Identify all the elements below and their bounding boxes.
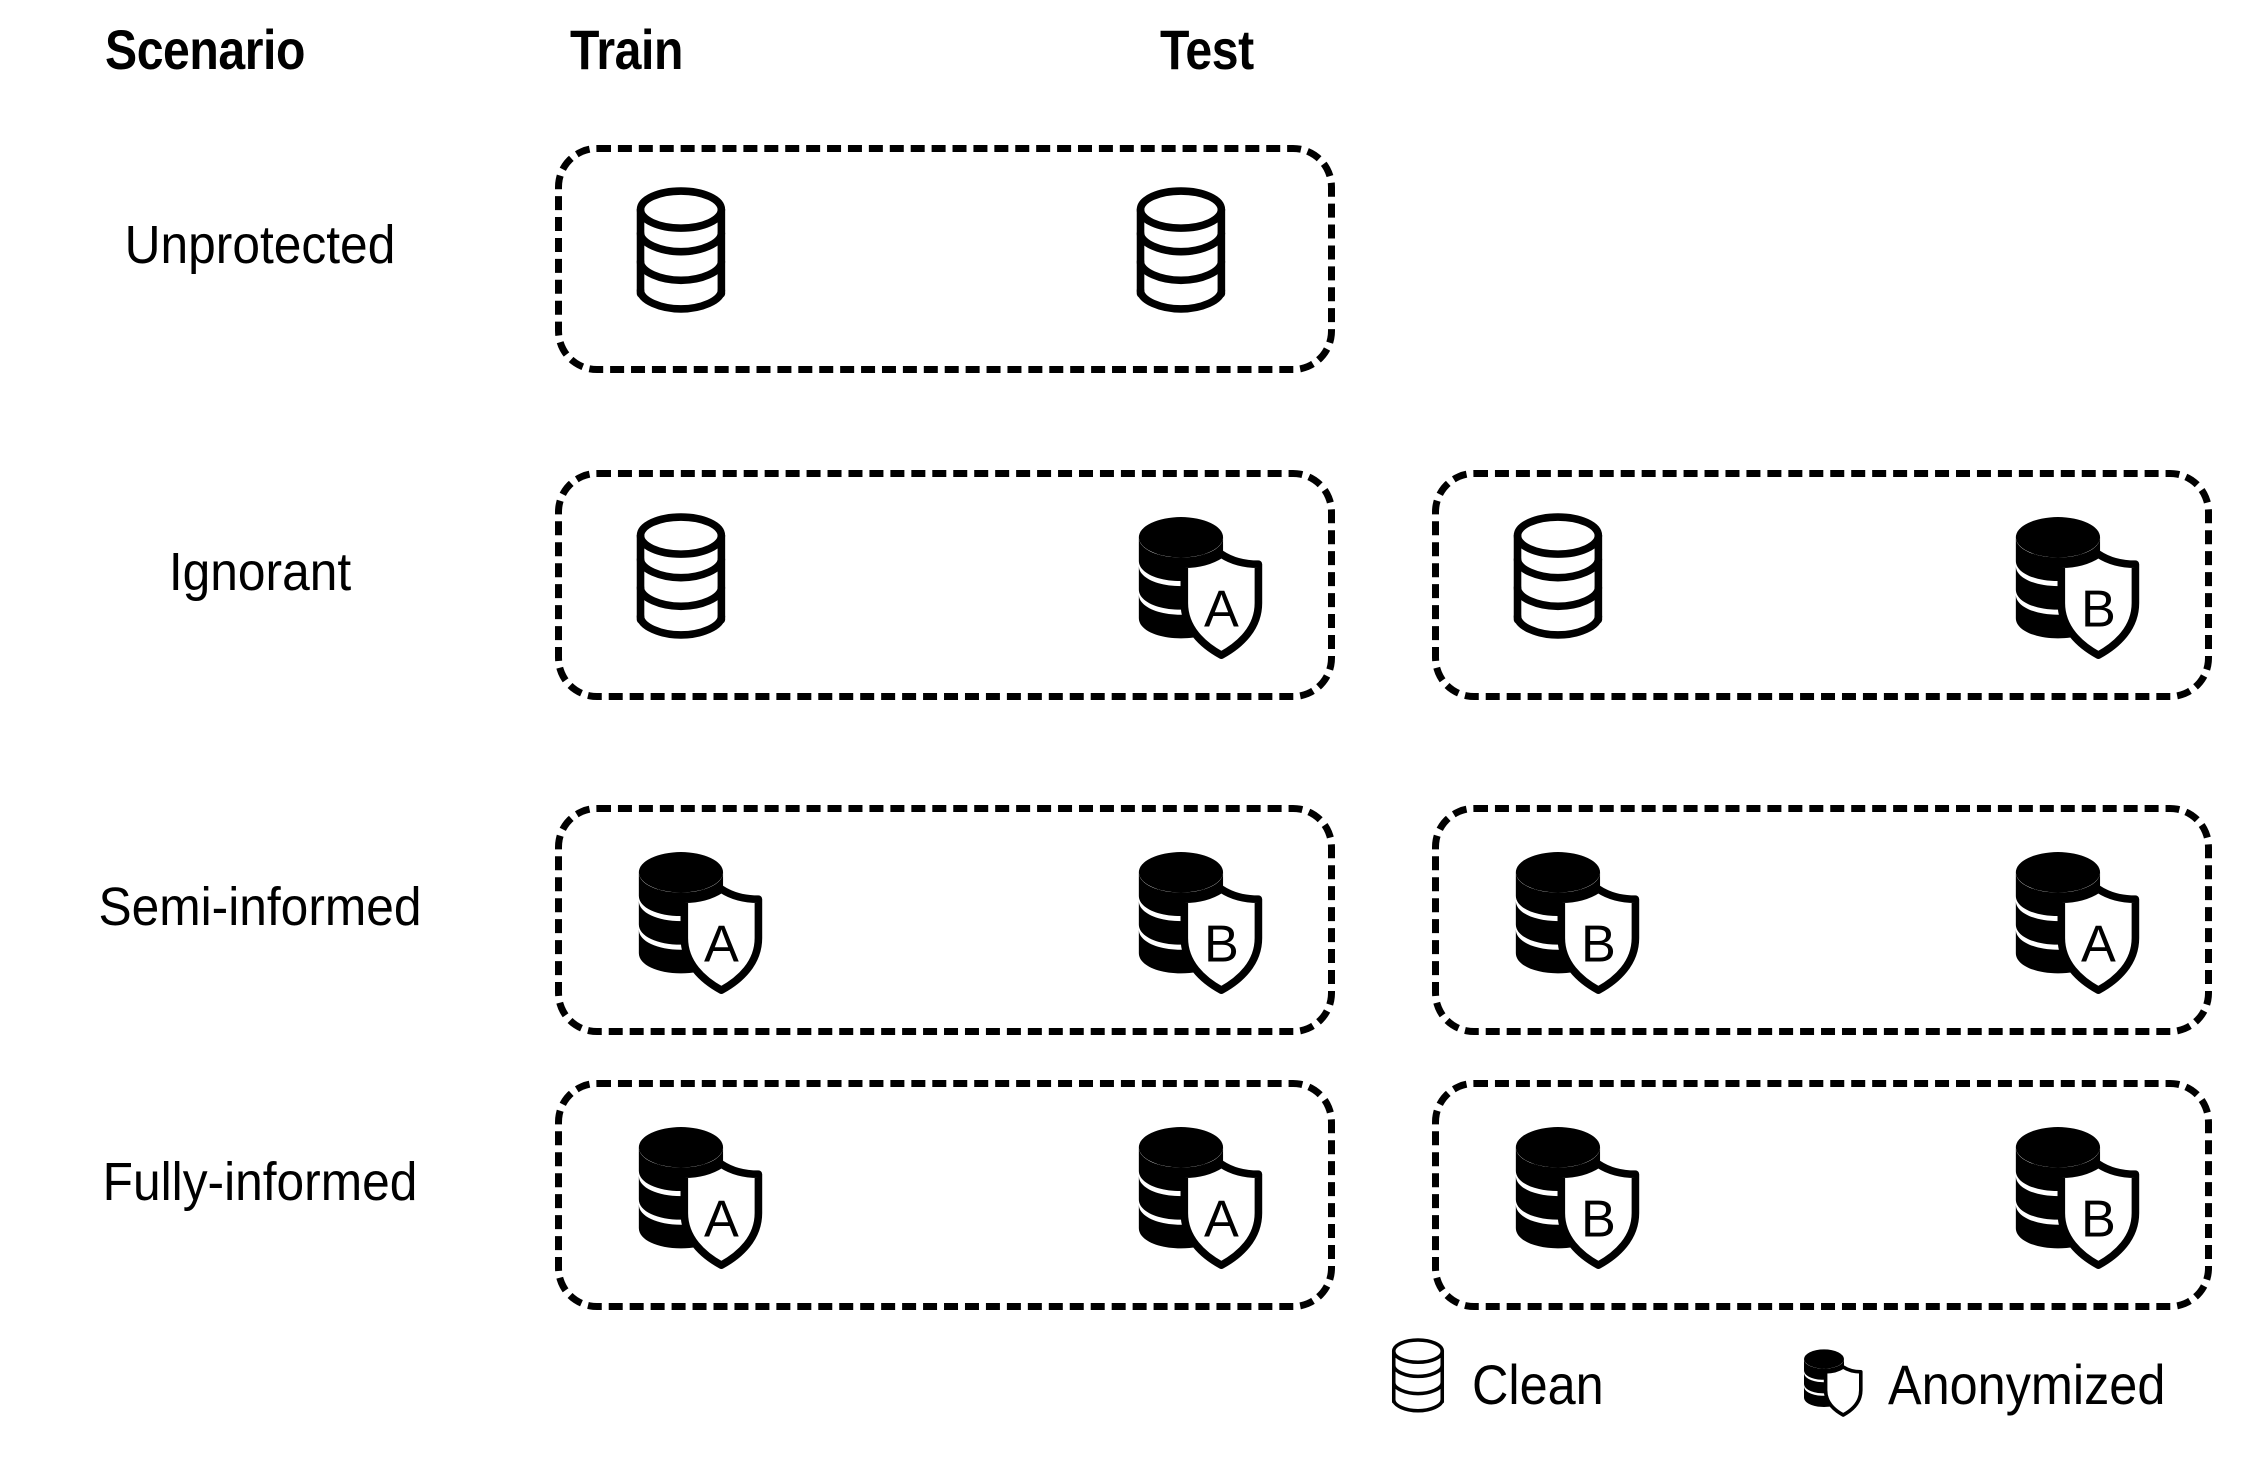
clean-database-icon-train	[622, 186, 782, 346]
legend: Clean Anonymized	[1380, 1330, 2197, 1440]
column-header-test: Test	[1160, 18, 1254, 81]
row-label-ignorant: Ignorant	[168, 542, 352, 602]
anonymized-database-icon	[1796, 1337, 1872, 1433]
svg-text:A: A	[1204, 581, 1239, 639]
legend-label: Anonymized	[1888, 1353, 2166, 1416]
svg-text:B: B	[1581, 916, 1616, 974]
anonymized-database-icon-train: B	[1499, 847, 1659, 1007]
svg-text:A: A	[704, 916, 739, 974]
clean-database-icon-train	[622, 512, 782, 672]
clean-database-icon-test	[1122, 186, 1282, 346]
anonymized-database-icon-test: A	[1999, 847, 2159, 1007]
anonymized-database-icon-test: B	[1999, 1122, 2159, 1282]
column-header-scenario: Scenario	[105, 18, 306, 81]
svg-text:B: B	[1204, 916, 1239, 974]
svg-text:B: B	[1581, 1191, 1616, 1249]
anonymized-database-icon-test: B	[1122, 847, 1282, 1007]
anonymized-database-icon-test: A	[1122, 512, 1282, 672]
anonymized-database-icon-test: A	[1122, 1122, 1282, 1282]
scenario-group-box-left: A	[555, 470, 1335, 700]
legend-label: Clean	[1472, 1353, 1604, 1416]
legend-item-anonymized: Anonymized	[1796, 1337, 2196, 1433]
anonymized-database-icon-train: A	[622, 847, 782, 1007]
svg-text:A: A	[1204, 1191, 1239, 1249]
row-label-fully-informed: Fully-informed	[102, 1152, 418, 1212]
clean-database-icon	[1380, 1337, 1456, 1433]
svg-text:A: A	[2081, 916, 2116, 974]
svg-text:A: A	[704, 1191, 739, 1249]
clean-database-icon-train	[1499, 512, 1659, 672]
svg-text:B: B	[2081, 581, 2116, 639]
row-label-semi-informed: Semi-informed	[98, 877, 422, 937]
scenario-group-box-right: B	[1432, 470, 2212, 700]
anonymized-database-icon-train: B	[1499, 1122, 1659, 1282]
row-label-unprotected: Unprotected	[124, 215, 396, 275]
anonymized-database-icon-test: B	[1999, 512, 2159, 672]
column-header-train: Train	[570, 18, 683, 81]
legend-item-clean: Clean	[1380, 1337, 1618, 1433]
anonymized-database-icon-train: A	[622, 1122, 782, 1282]
scenario-group-box-left	[555, 145, 1335, 373]
svg-text:B: B	[2081, 1191, 2116, 1249]
